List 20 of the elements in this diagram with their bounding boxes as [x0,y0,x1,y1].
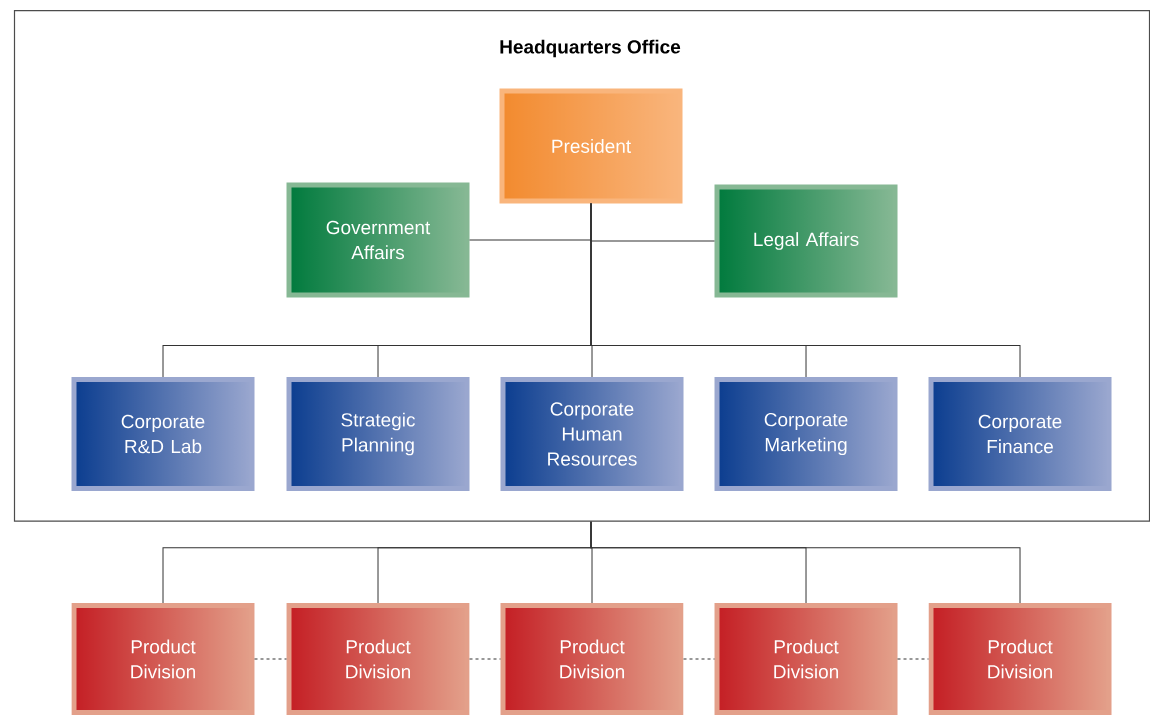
connector [683,658,715,660]
org-box: President [499,88,683,204]
org-box: Legal Affairs [714,184,898,298]
connector [897,658,929,660]
connector [469,658,501,660]
org-box: Corporate Human Resources [500,377,684,491]
org-box: Corporate R&D Lab [71,377,255,491]
connector [590,521,1021,604]
org-box: Corporate Finance [928,377,1112,491]
connector [590,203,1021,378]
org-box: Product Division [71,603,255,715]
heading: Headquarters Office [500,39,681,58]
org-box: Corporate Marketing [714,377,898,491]
org-box: Product Division [714,603,898,715]
org-box: Product Division [286,603,470,715]
org-box: Product Division [928,603,1112,715]
org-box: Government Affairs [286,182,470,298]
org-box: Product Division [500,603,684,715]
org-box: Strategic Planning [286,377,470,491]
connector [254,658,287,660]
